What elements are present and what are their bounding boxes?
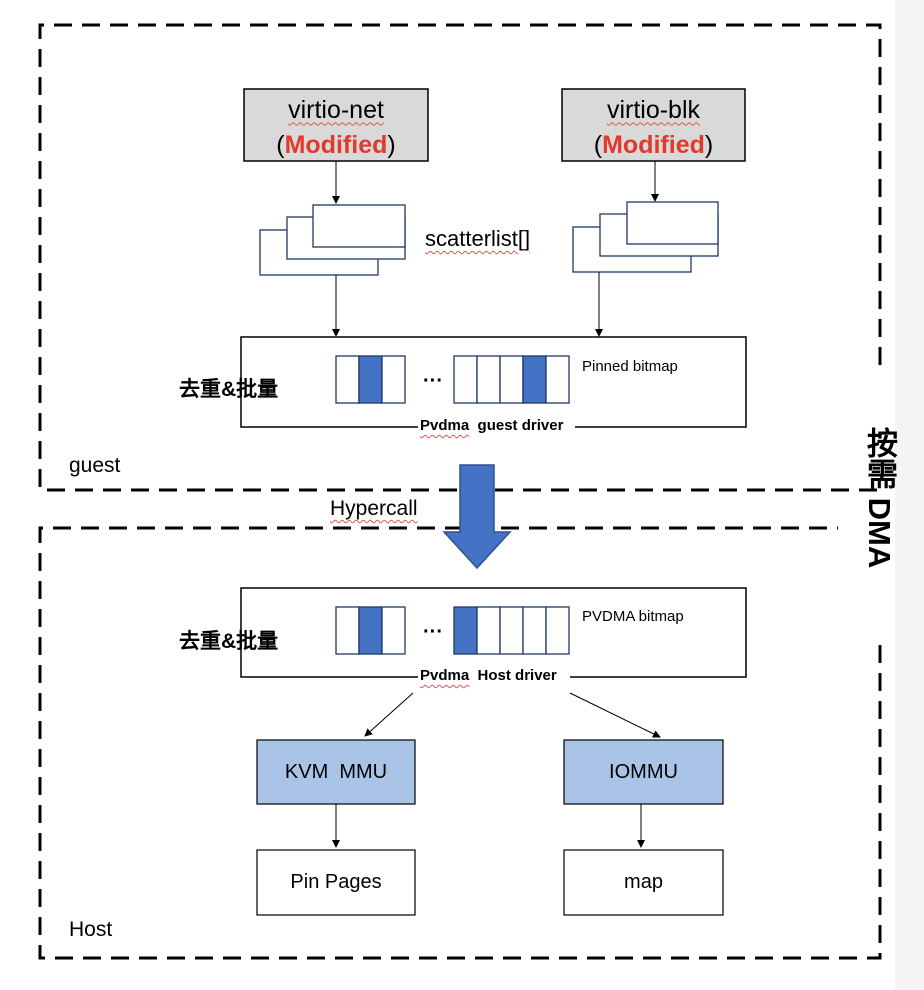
scatterlist-label: scatterlist[] xyxy=(425,226,531,251)
guest-region-label: guest xyxy=(69,454,121,477)
host-bitmap-group-1 xyxy=(335,606,406,655)
guest-bitmap-label: Pinned bitmap xyxy=(582,358,678,375)
kvm-mmu-box xyxy=(256,739,416,805)
scatterlist-stack-left xyxy=(259,204,406,276)
pin-pages-label: Pin Pages xyxy=(290,871,382,893)
on-demand-dma-label: 按需 DMA xyxy=(862,427,897,569)
virtio-net-modified: (Modified) xyxy=(276,130,396,159)
hypercall-label: Hypercall xyxy=(330,497,418,520)
arrow-host-to-iommu xyxy=(569,692,661,738)
map-box xyxy=(563,849,724,916)
iommu-label: IOMMU xyxy=(609,760,678,783)
host-bitmap-ellipsis: ··· xyxy=(423,621,443,643)
guest-driver-box xyxy=(240,336,747,428)
guest-bitmap-ellipsis: ··· xyxy=(423,370,443,392)
virtio-blk-modified: (Modified) xyxy=(593,130,714,159)
kvm-mmu-label: KVM MMU xyxy=(284,760,388,783)
virtio-blk-label: virtio-blk xyxy=(606,95,701,124)
map-label: map xyxy=(624,871,663,893)
guest-bitmap-group-1 xyxy=(335,355,406,404)
host-dedup-batch-label: 去重&批量 xyxy=(179,630,279,653)
arrow-host-to-kvm xyxy=(364,692,414,737)
host-bitmap-group-2 xyxy=(453,606,570,655)
guest-dedup-batch-label: 去重&批量 xyxy=(179,378,279,401)
iommu-box xyxy=(563,739,724,805)
page-edge xyxy=(895,0,924,990)
hypercall-arrow xyxy=(442,464,512,570)
host-driver-box xyxy=(240,587,747,678)
virtio-blk-box xyxy=(561,88,746,162)
host-bitmap-label: PVDMA bitmap xyxy=(582,608,684,625)
host-driver-label: Pvdma Host driver xyxy=(420,667,557,684)
guest-driver-label: Pvdma guest driver xyxy=(420,417,564,434)
virtio-net-label: virtio-net xyxy=(288,95,384,124)
guest-region-border xyxy=(38,23,882,492)
host-region-label: Host xyxy=(69,918,113,941)
scatterlist-stack-right xyxy=(572,201,719,273)
host-region-border xyxy=(38,526,882,960)
virtio-net-box xyxy=(243,88,429,162)
pin-pages-box xyxy=(256,849,416,916)
guest-bitmap-group-2 xyxy=(453,355,570,404)
